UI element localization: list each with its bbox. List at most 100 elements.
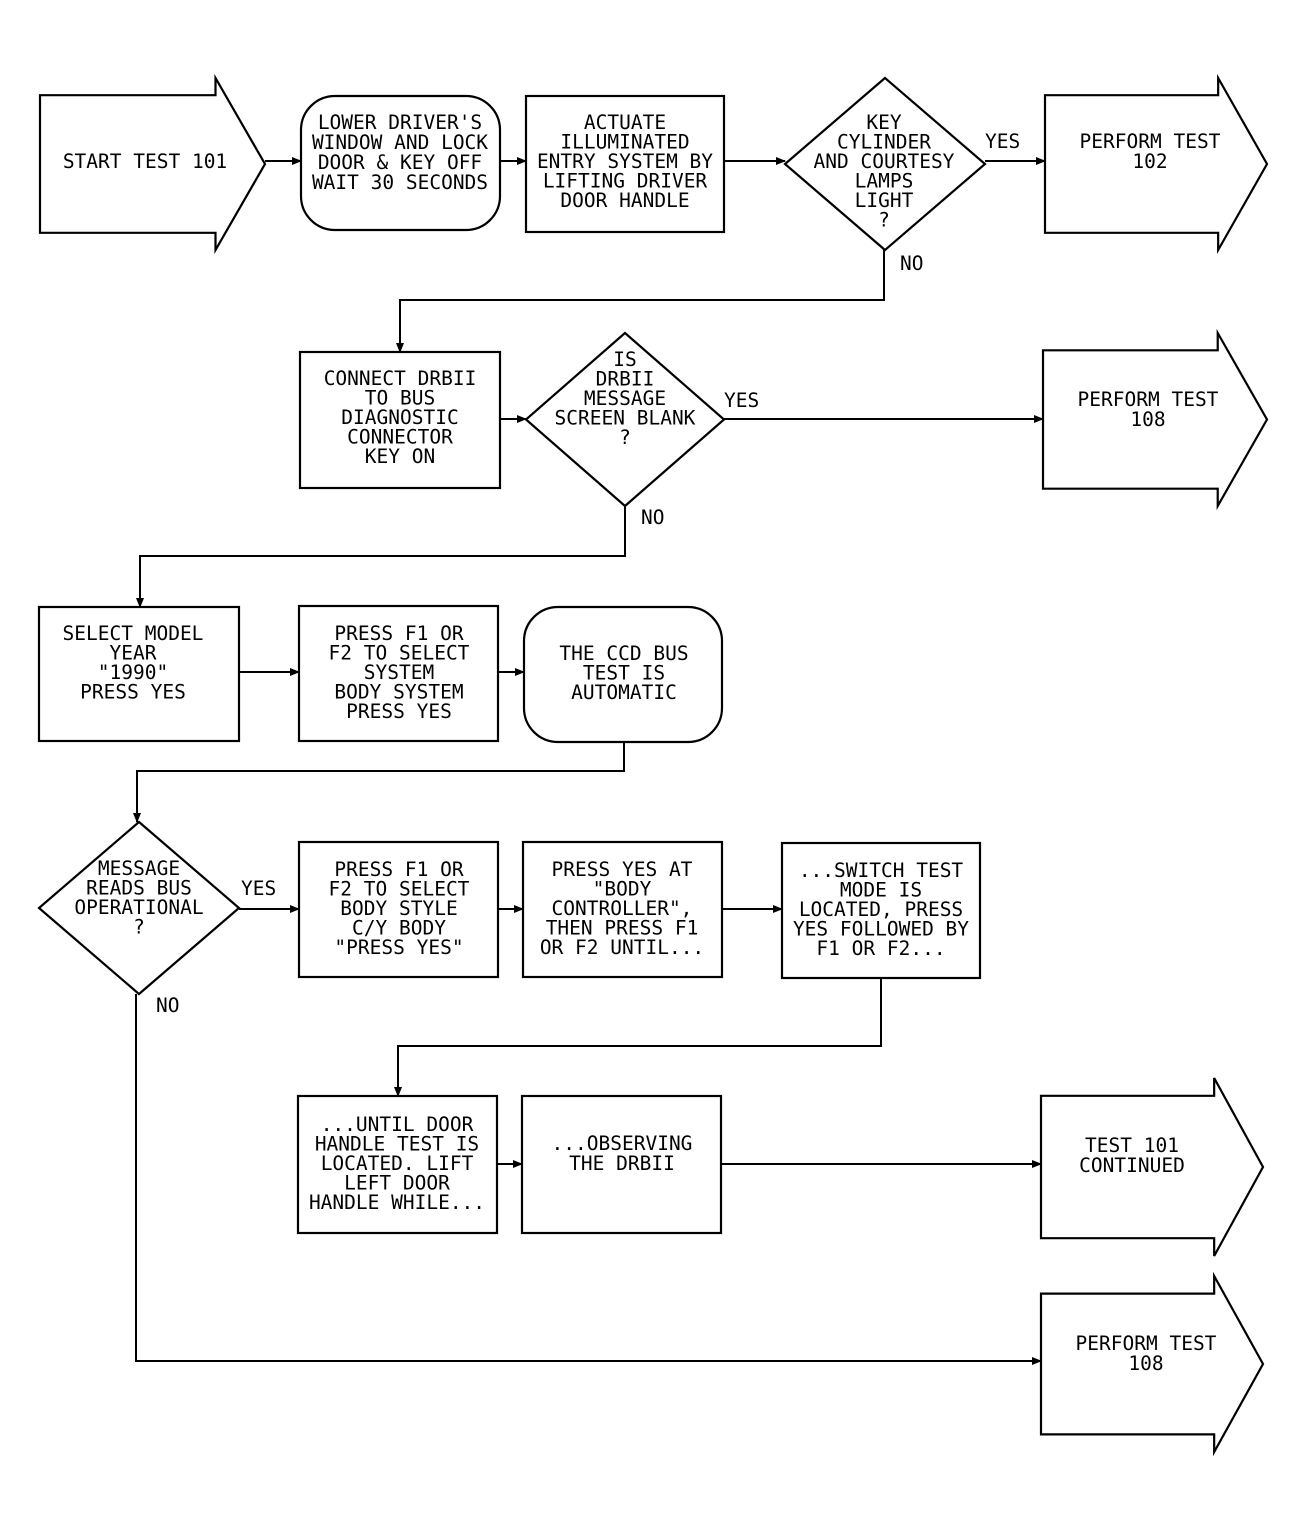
edge-label-yes: YES [241, 877, 276, 900]
node-text-line: SCREEN BLANK [555, 407, 696, 430]
node-text-line: MODE IS [840, 879, 922, 902]
node-text-line: ...SWITCH TEST [799, 859, 964, 882]
node-text-line: THE DRBII [569, 1152, 675, 1175]
process-box [297, 840, 500, 979]
node-start: START TEST 101 [38, 73, 267, 255]
node-text-line: 108 [1130, 408, 1165, 431]
node-text-line: LOWER DRIVER'S [318, 111, 482, 134]
node-text-line: LOCATED. LIFT [321, 1152, 474, 1175]
edge-label-no: NO [156, 994, 179, 1017]
node-text-line: CONTINUED [1079, 1154, 1185, 1177]
offpage-arrow [1041, 328, 1269, 511]
edge-label-yes: YES [724, 389, 759, 412]
node-text-line: KEY ON [365, 445, 435, 468]
node-text-line: ? [133, 916, 145, 939]
decision-diamond [524, 331, 726, 508]
decision-diamond [783, 76, 987, 252]
node-text-line: CONNECTOR [347, 426, 453, 449]
node-text-line: DRBII [596, 368, 655, 391]
connector-key-cylinder-to-connect-drbii [396, 250, 885, 353]
node-text-line: MESSAGE [98, 857, 180, 880]
process-box [521, 840, 724, 979]
node-text-line: LEFT DOOR [344, 1172, 450, 1195]
node-text-line: 108 [1128, 1352, 1163, 1375]
node-text-line: CYLINDER [837, 131, 931, 154]
process-box [296, 1094, 499, 1235]
node-text-line: LAMPS [855, 170, 914, 193]
terminal-box [299, 94, 502, 232]
node-text-line: AUTOMATIC [571, 681, 677, 704]
node-text-line: LIGHT [855, 189, 914, 212]
node-text-line: PERFORM TEST [1076, 1332, 1217, 1355]
node-text-line: SYSTEM [364, 661, 434, 684]
node-text-line: BODY SYSTEM [334, 681, 463, 704]
node-text-line: AND COURTESY [814, 150, 955, 173]
node-text-line: ...UNTIL DOOR [321, 1113, 474, 1136]
node-text-line: WINDOW AND LOCK [312, 131, 488, 154]
node-text-line: DIAGNOSTIC [341, 406, 458, 429]
connector-screen-blank-to-select-model [136, 506, 626, 608]
node-text-line: ...OBSERVING [552, 1132, 693, 1155]
node-text-line: "PRESS YES" [334, 936, 463, 959]
edge-label-yes: YES [985, 130, 1020, 153]
node-text-line: HANDLE WHILE... [309, 1191, 485, 1214]
node-text-line: TEST 101 [1085, 1134, 1179, 1157]
offpage-arrow [1039, 1077, 1265, 1257]
node-text-line: "1990" [98, 661, 168, 684]
node-text-line: ? [878, 209, 890, 232]
node-text-line: LIFTING DRIVER [543, 170, 708, 193]
node-text-line: PERFORM TEST [1080, 130, 1221, 153]
node-text-line: START TEST 101 [63, 150, 227, 173]
connector-ccd-bus-to-bus-operational [133, 742, 625, 823]
process-box [298, 350, 502, 490]
process-box [780, 841, 982, 980]
node-text-line: PRESS YES [80, 681, 186, 704]
node-text-line: C/Y BODY [352, 917, 446, 940]
offpage-arrow [1039, 1271, 1265, 1457]
node-text-line: ACTUATE [584, 111, 666, 134]
node-text-line: TO BUS [365, 387, 435, 410]
node-text-line: ? [619, 426, 631, 449]
offpage-arrow [1043, 73, 1269, 255]
process-box [37, 605, 241, 743]
process-box [297, 604, 500, 743]
node-text-line: KEY [866, 111, 901, 134]
node-text-line: YEAR [110, 642, 157, 665]
node-text-line: CONTROLLER", [552, 897, 693, 920]
node-text-line: IS [613, 348, 636, 371]
node-text-line: HANDLE TEST IS [315, 1133, 479, 1156]
node-text-line: YES FOLLOWED BY [793, 918, 969, 941]
node-text-line: READS BUS [86, 877, 192, 900]
node-text-line: PRESS YES AT [552, 858, 693, 881]
node-text-line: DOOR HANDLE [560, 189, 689, 212]
node-text-line: THEN PRESS F1 [546, 917, 699, 940]
node-text-line: F2 TO SELECT [329, 642, 470, 665]
node-text-line: PRESS YES [346, 700, 452, 723]
node-text-line: OR F2 UNTIL... [540, 936, 704, 959]
terminal-box [522, 605, 724, 744]
node-text-line: 102 [1132, 150, 1167, 173]
decision-diamond [37, 820, 241, 996]
node-text-line: PRESS F1 OR [334, 622, 463, 645]
node-text-line: F2 TO SELECT [329, 878, 470, 901]
node-text-line: WAIT 30 SECONDS [312, 171, 488, 194]
node-text-line: MESSAGE [584, 387, 666, 410]
node-text-line: "BODY [593, 878, 652, 901]
